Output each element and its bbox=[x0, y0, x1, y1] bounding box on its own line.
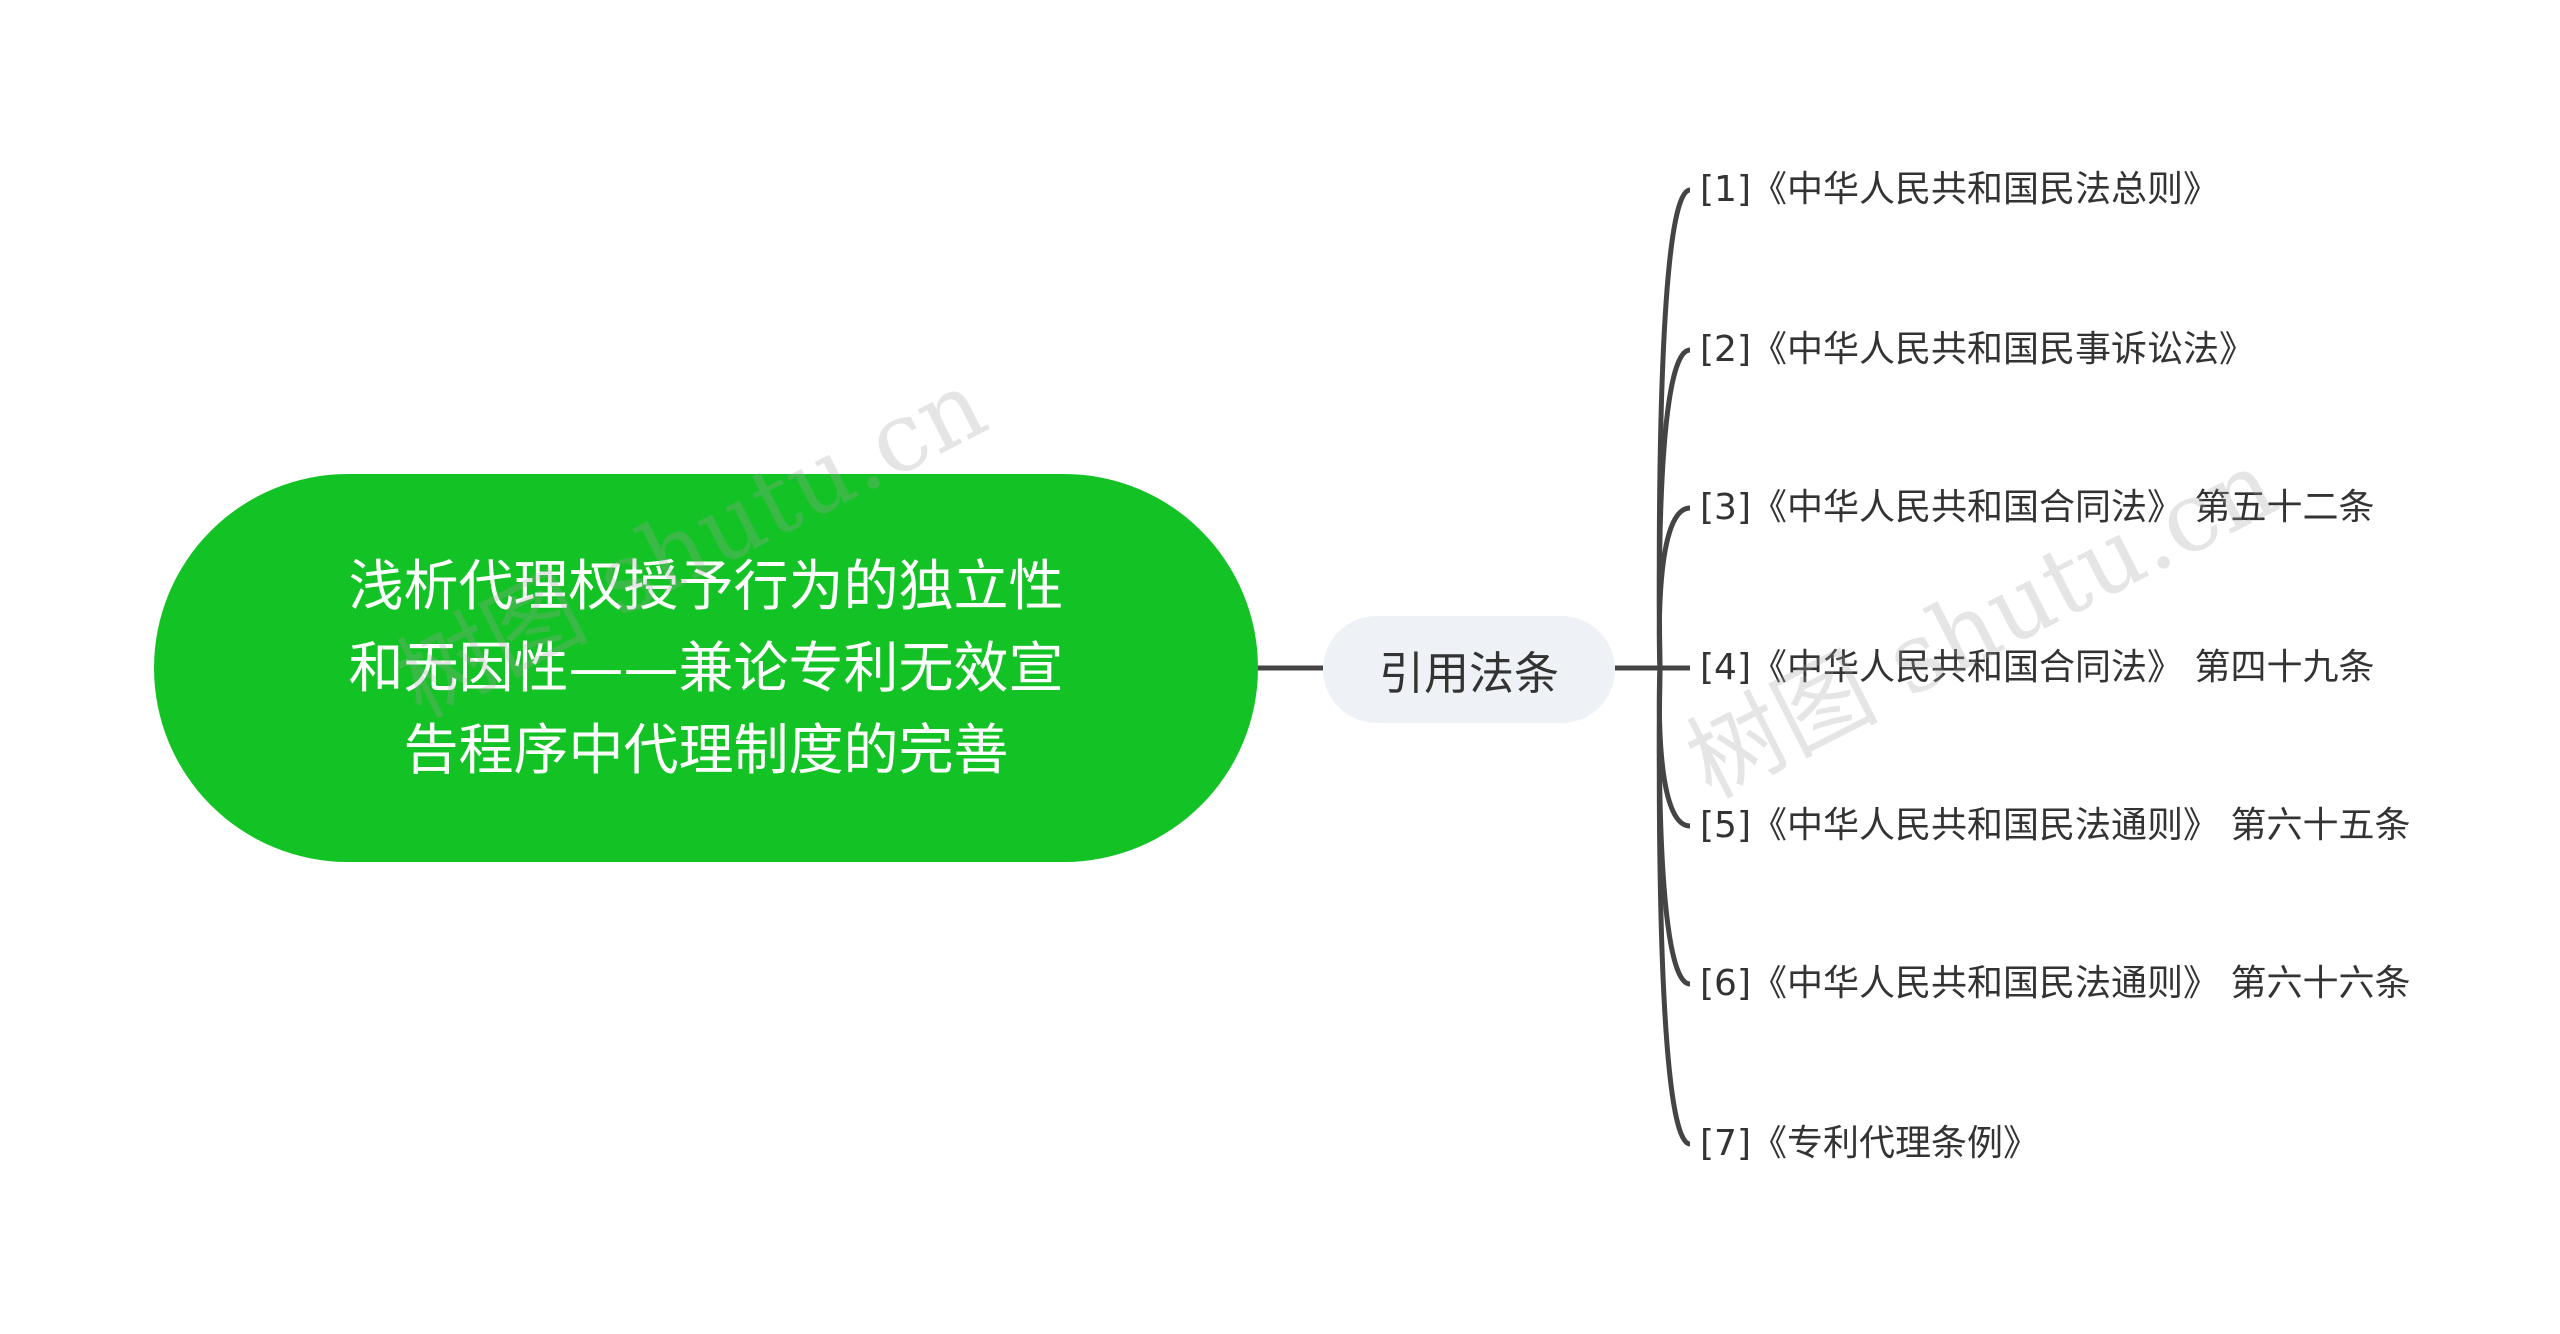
root-topic-node[interactable]: 浅析代理权授予行为的独立性和无因性——兼论专利无效宣告程序中代理制度的完善 bbox=[154, 474, 1258, 862]
leaf-connector-3 bbox=[1656, 505, 1691, 669]
leaf-node-4[interactable]: [4]《中华人民共和国合同法》 第四十九条 bbox=[1700, 647, 2375, 688]
leaf-node-3[interactable]: [3]《中华人民共和国合同法》 第五十二条 bbox=[1700, 487, 2375, 528]
leaf-node-5[interactable]: [5]《中华人民共和国民法通则》 第六十五条 bbox=[1700, 805, 2411, 846]
leaf-node-2[interactable]: [2]《中华人民共和国民事诉讼法》 bbox=[1700, 329, 2255, 370]
leaf-node-1[interactable]: [1]《中华人民共和国民法总则》 bbox=[1700, 169, 2219, 210]
leaf-node-6[interactable]: [6]《中华人民共和国民法通则》 第六十六条 bbox=[1700, 963, 2411, 1004]
leaf-connector-7 bbox=[1656, 667, 1692, 1147]
root-topic-title: 浅析代理权授予行为的独立性和无因性——兼论专利无效宣告程序中代理制度的完善 bbox=[348, 554, 1064, 782]
branch-node-cited-laws[interactable]: 引用法条 bbox=[1323, 616, 1615, 723]
leaf-node-7[interactable]: [7]《专利代理条例》 bbox=[1700, 1123, 2039, 1164]
leaf-connector-5 bbox=[1656, 667, 1691, 829]
branch-label: 引用法条 bbox=[1378, 647, 1559, 700]
